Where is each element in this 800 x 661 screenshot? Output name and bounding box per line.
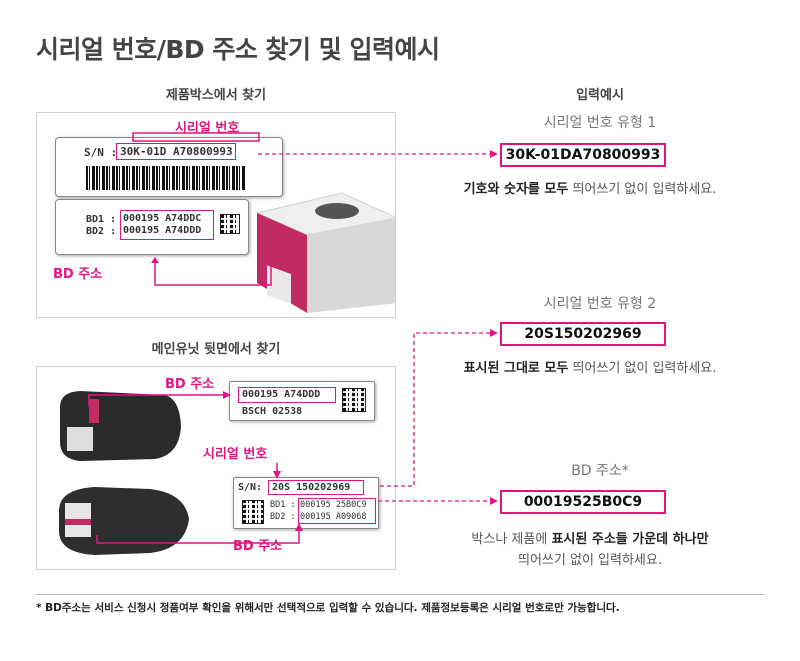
box-serial-prefix: S/N : <box>84 146 118 159</box>
section-heading-input: 입력예시 <box>576 88 624 103</box>
example-3-desc-line2: 띄어쓰기 없이 입력하세요. <box>518 553 662 568</box>
box-bd2-value: 000195 A74DDD <box>123 225 202 236</box>
unit-bottom-bd1-prefix: BD1 : <box>270 500 296 510</box>
box-barcode <box>86 166 246 190</box>
product-box-image <box>255 192 395 313</box>
unit-bottom-bd2-prefix: BD2 : <box>270 512 296 522</box>
unit-top-line1: 000195 A74DDD <box>238 387 336 403</box>
footnote: * BD주소는 서비스 신청시 정품여부 확인을 위해서만 선택적으로 입력할 … <box>36 602 620 614</box>
product-box-panel: S/N : 30K-01D A70800993 BD1 : BD2 : 0001… <box>36 112 396 318</box>
box-bd-label: BD1 : BD2 : 000195 A74DDC 000195 A74DDD <box>55 199 249 255</box>
unit-top-qr-code <box>342 388 366 412</box>
unit-connectors <box>88 391 303 544</box>
example-1-value: 30K-01DA70800993 <box>500 143 666 167</box>
box-qr-code <box>220 214 240 234</box>
unit-bottom-bd2-value: 000195 A09068 <box>300 512 367 522</box>
unit-top-label: 000195 A74DDD BSCH 02538 <box>229 381 375 421</box>
unit-bottom-label: S/N: 20S 150202969 BD1 : BD2 : 000195 25… <box>233 477 379 529</box>
example-1-desc: 기호와 숫자를 모두 띄어쓰기 없이 입력하세요. <box>420 178 760 197</box>
example-2-value: 20S150202969 <box>500 322 666 346</box>
box-bd1-prefix: BD1 : <box>86 214 117 225</box>
example-1-desc-bold: 기호와 숫자를 모두 <box>463 182 569 197</box>
section-heading-box: 제품박스에서 찾기 <box>165 88 267 103</box>
unit-top-line2: BSCH 02538 <box>242 406 303 417</box>
example-2-desc: 표시된 그대로 모두 띄어쓰기 없이 입력하세요. <box>420 357 760 376</box>
main-unit-image-bottom <box>59 487 189 555</box>
unit-bottom-bd1-value: 000195 25B0C9 <box>300 500 367 510</box>
box-bd-caption: BD 주소 <box>53 267 103 282</box>
unit-bottom-sn-value: 20S 150202969 <box>268 480 364 495</box>
unit-serial-caption: 시리얼 번호 <box>203 447 268 462</box>
box-connectors <box>132 132 272 286</box>
box-bd1-value: 000195 A74DDC <box>123 213 202 224</box>
example-2-desc-bold: 표시된 그대로 모두 <box>463 361 569 376</box>
main-unit-image-top <box>60 391 181 461</box>
example-3-value: 00019525B0C9 <box>500 490 666 514</box>
box-bd2-prefix: BD2 : <box>86 226 117 237</box>
footnote-divider <box>36 594 764 595</box>
box-bd-highlight <box>120 210 214 240</box>
section-heading-unit: 메인유닛 뒷면에서 찾기 <box>151 342 281 357</box>
unit-bottom-qr-code <box>242 500 264 524</box>
example-3-desc-pre: 박스나 제품에 <box>471 532 552 547</box>
unit-top-bd-caption: BD 주소 <box>165 377 215 392</box>
box-serial-value: 30K-01D A70800993 <box>116 143 236 160</box>
box-serial-label: S/N : 30K-01D A70800993 <box>55 137 283 197</box>
example-3-label: BD 주소* <box>571 463 629 479</box>
example-2-desc-rest: 띄어쓰기 없이 입력하세요. <box>568 361 717 376</box>
example-3-desc: 박스나 제품에 표시된 주소들 가운데 하나만 <box>420 528 760 547</box>
unit-bottom-bd-highlight <box>298 498 376 524</box>
unit-bottom-sn-prefix: S/N: <box>238 482 263 493</box>
page-title: 시리얼 번호/BD 주소 찾기 및 입력예시 <box>36 35 440 64</box>
example-1-label: 시리얼 번호 유형 1 <box>543 115 657 131</box>
example-3-desc-bold: 표시된 주소들 가운데 하나만 <box>551 532 709 547</box>
example-2-label: 시리얼 번호 유형 2 <box>543 296 657 312</box>
example-1-desc-rest: 띄어쓰기 없이 입력하세요. <box>568 182 717 197</box>
main-unit-panel: 000195 A74DDD BSCH 02538 S/N: 20S 150202… <box>36 366 396 570</box>
